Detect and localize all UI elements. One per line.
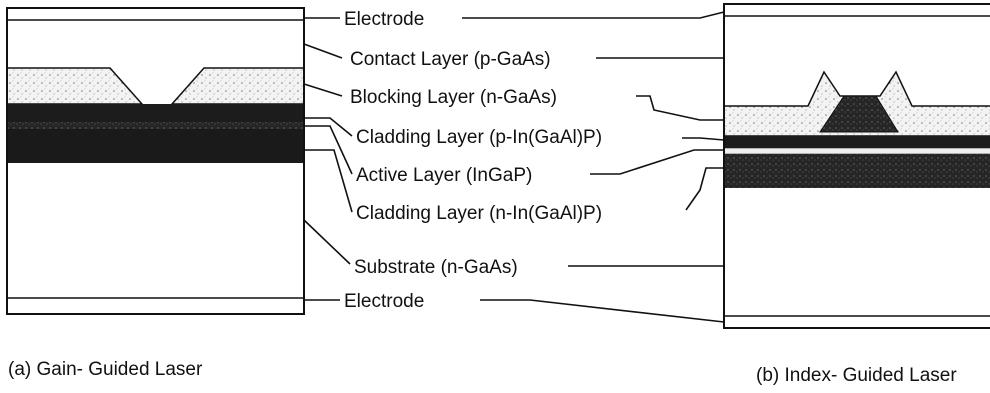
- label-contact-layer: Contact Layer (p-GaAs): [350, 49, 551, 70]
- cladding-p-b: [724, 136, 990, 148]
- gain-guided-structure: [6, 7, 305, 315]
- chip-border-a: [6, 7, 305, 315]
- leader-cladp-b: [682, 137, 725, 141]
- index-guided-structure: [723, 3, 990, 329]
- layer-labels: Electrode Contact Layer (p-GaAs) Blockin…: [344, 9, 602, 312]
- label-substrate: Substrate (n-GaAs): [354, 257, 518, 278]
- leader-blocking-b: [636, 95, 724, 121]
- leader-substrate-a: [303, 219, 351, 265]
- leader-lines: [303, 11, 725, 323]
- active-layer-a: [7, 122, 304, 129]
- cladding-n-a: [7, 129, 304, 163]
- leader-cladp-a: [304, 117, 353, 137]
- leader-cladn-b: [685, 167, 724, 211]
- label-cladding-p: Cladding Layer (p-In(GaAl)P): [356, 127, 602, 148]
- leader-electrode-bottom-b: [480, 299, 725, 323]
- caption-index-guided: (b) Index- Guided Laser: [756, 365, 957, 386]
- label-electrode-top: Electrode: [344, 9, 424, 30]
- cladding-p-a: [7, 104, 304, 122]
- leader-blocking-a: [303, 83, 343, 97]
- chip-border-b: [723, 3, 990, 329]
- cladding-n-b: [724, 154, 990, 188]
- active-layer-b: [723, 147, 990, 155]
- leader-active-b: [590, 149, 724, 175]
- leader-electrode-top-b: [462, 11, 725, 19]
- caption-gain-guided: (a) Gain- Guided Laser: [8, 359, 203, 380]
- leader-contact-a: [303, 43, 343, 59]
- ridge-cladding-b: [819, 95, 899, 133]
- label-cladding-n: Cladding Layer (n-In(GaAl)P): [356, 203, 602, 224]
- leader-cladn-a: [304, 149, 353, 213]
- leader-active-a: [304, 125, 353, 175]
- label-active-layer: Active Layer (InGaP): [356, 165, 532, 186]
- label-blocking-layer: Blocking Layer (n-GaAs): [350, 87, 557, 108]
- label-electrode-bottom: Electrode: [344, 291, 424, 312]
